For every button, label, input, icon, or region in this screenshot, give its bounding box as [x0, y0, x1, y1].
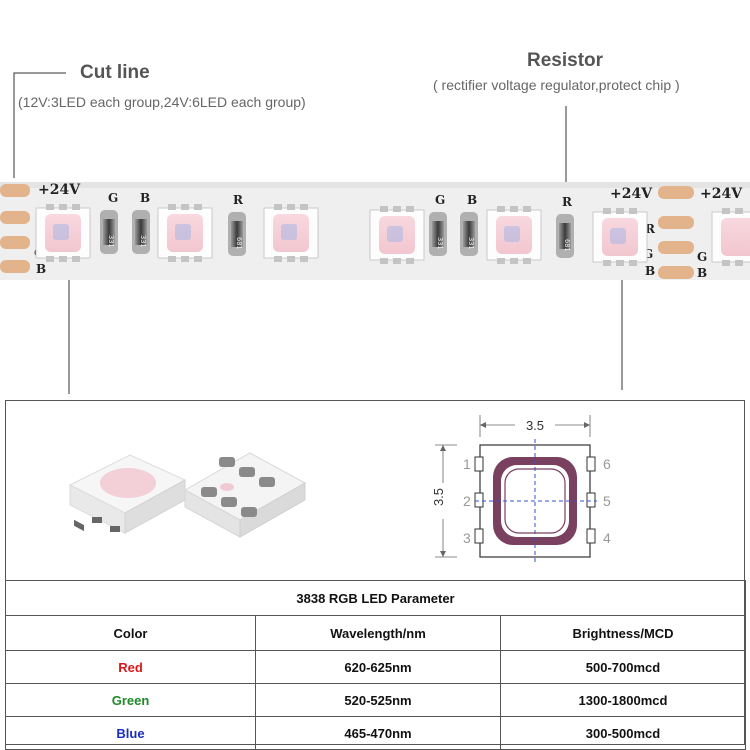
pad-label-b-left: B: [36, 262, 46, 276]
pad-label-r-right: R: [645, 222, 656, 236]
width-dimension-label: 3.5: [526, 418, 544, 433]
parameter-table: 3838 RGB LED Parameter Color Wavelength/…: [4, 580, 747, 750]
pad-label-b-far-right: B: [697, 266, 707, 280]
resistor: 681: [228, 212, 246, 256]
chip-label-r-2: R: [562, 195, 573, 209]
row-wavelength-blue: 465-470nm: [255, 716, 501, 750]
chip-back-render: [183, 452, 307, 538]
pad-label-g-right: G: [643, 247, 653, 261]
chip-dimension-drawing: 3.5 3.5 1 2 3 6 5 4: [431, 415, 611, 565]
resistor-title: Resistor: [527, 50, 604, 71]
resistor: 331: [429, 212, 447, 256]
pin-number-5: 5: [603, 493, 611, 509]
cut-line-subtitle: (12V:3LED each group,24V:6LED each group…: [18, 94, 306, 110]
svg-text:331: 331: [107, 235, 115, 248]
chip-label-g-1: G: [108, 191, 118, 205]
led-chip: [592, 208, 648, 266]
pin-number-6: 6: [603, 456, 611, 472]
led-chips: [35, 204, 750, 266]
led-chip: [35, 204, 91, 262]
header-wavelength: Wavelength/nm: [255, 615, 501, 651]
svg-text:331: 331: [436, 237, 444, 250]
chip-label-b-1: B: [140, 191, 150, 205]
row-color-red: Red: [5, 650, 256, 684]
header-color: Color: [5, 615, 256, 651]
svg-text:331: 331: [139, 235, 147, 248]
svg-text:331: 331: [467, 237, 475, 250]
led-chip: [711, 208, 750, 266]
resistor: 331: [132, 210, 150, 254]
svg-text:681: 681: [563, 239, 571, 252]
cut-pads-left: [0, 184, 30, 273]
chip-3d-renders: [68, 452, 307, 538]
row-brightness-blue: 300-500mcd: [499, 716, 747, 750]
pin-number-3: 3: [463, 530, 471, 546]
resistor: 331: [100, 210, 118, 254]
height-dimension-label: 3.5: [431, 488, 446, 506]
row-wavelength-red: 620-625nm: [255, 650, 501, 684]
pad-label-24v-right: +24V: [610, 186, 653, 202]
led-chip: [369, 206, 425, 264]
led-strip: +24V F G B +24V R G B +24V G B G B R G B…: [0, 182, 750, 280]
chip-front-render: [68, 454, 187, 534]
table-title: 3838 RGB LED Parameter: [4, 580, 747, 616]
table-header-row: Color Wavelength/nm Brightness/MCD: [5, 615, 747, 651]
row-color-green: Green: [5, 683, 256, 717]
strip-edge-top: [0, 182, 750, 188]
led-chip: [263, 204, 319, 262]
chip-label-r-1: R: [233, 193, 244, 207]
pad-label-b-right: B: [645, 264, 655, 278]
cut-pads-right: [658, 186, 694, 279]
resistor: 681: [556, 214, 574, 258]
pin-number-2: 2: [463, 493, 471, 509]
cut-line-title: Cut line: [80, 62, 150, 83]
chip-label-b-2: B: [467, 193, 477, 207]
pad-label-24v-far-right: +24V: [700, 186, 743, 202]
pin-number-4: 4: [603, 530, 611, 546]
chip-label-g-2: G: [435, 193, 445, 207]
resistors: 331 331 681 331 331 681: [100, 210, 574, 258]
row-color-blue: Blue: [5, 716, 256, 750]
table-row: Green 520-525nm 1300-1800mcd: [5, 683, 747, 717]
led-chip: [486, 206, 542, 264]
resistor: 331: [460, 212, 478, 256]
row-brightness-green: 1300-1800mcd: [499, 683, 747, 717]
resistor-subtitle: ( rectifier voltage regulator,protect ch…: [433, 77, 680, 93]
cut-line-leader: [13, 72, 66, 178]
led-chip: [157, 204, 213, 262]
row-wavelength-green: 520-525nm: [255, 683, 501, 717]
header-brightness: Brightness/MCD: [499, 615, 747, 651]
table-row: Blue 465-470nm 300-500mcd: [5, 716, 747, 750]
svg-text:681: 681: [235, 237, 243, 250]
pin-number-1: 1: [463, 456, 471, 472]
table-title-row: 3838 RGB LED Parameter: [4, 580, 747, 616]
pad-label-24v-left: +24V: [38, 182, 81, 198]
row-brightness-red: 500-700mcd: [499, 650, 747, 684]
table-row: Red 620-625nm 500-700mcd: [5, 650, 747, 684]
pad-label-g-far-right: G: [697, 250, 707, 264]
